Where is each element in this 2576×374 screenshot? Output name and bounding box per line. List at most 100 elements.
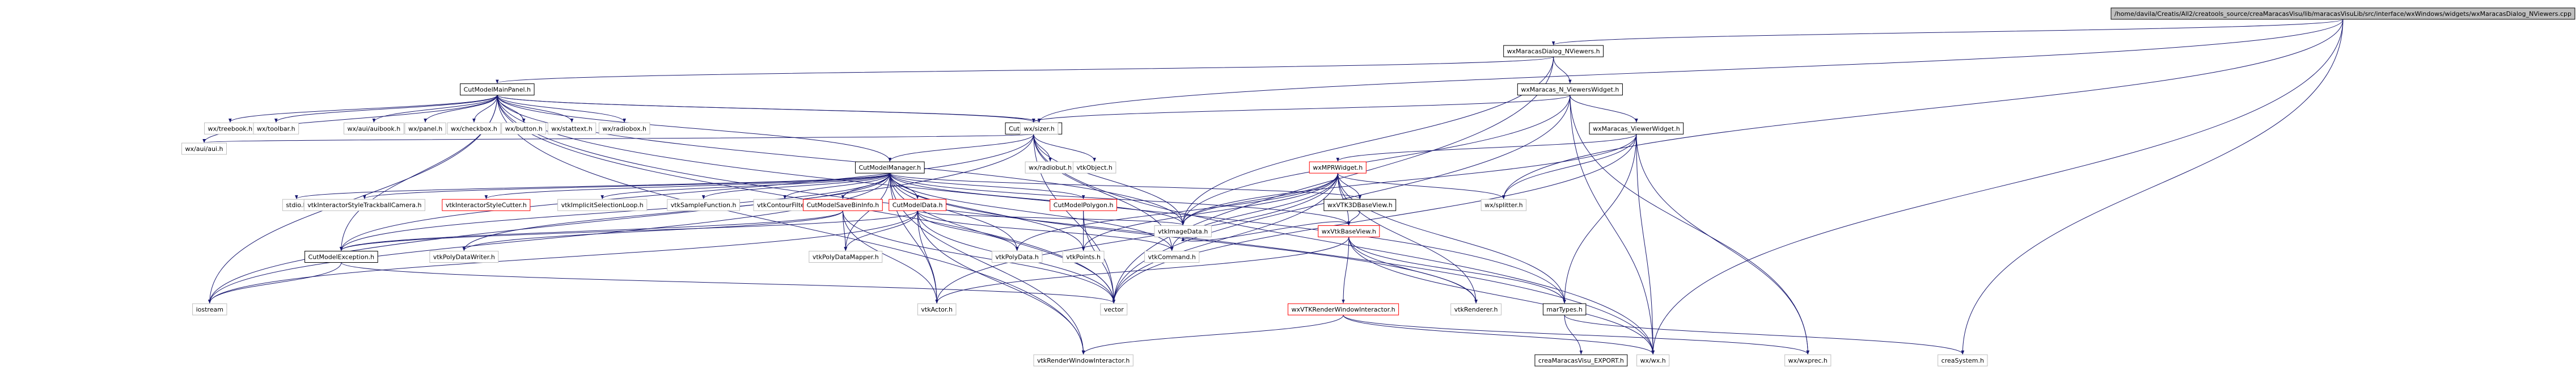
graph-edge [1961,19,2344,355]
graph-edge [1015,173,1338,251]
graph-node-radiobox: wx/radiobox.h [598,122,650,135]
graph-edge [229,95,498,123]
graph-edge [208,211,918,304]
graph-node-box [303,199,425,211]
graph-edge [462,211,843,251]
graph-node-cutmain-h[interactable]: CutModelMainPanel.h [460,83,535,96]
graph-edge [484,173,890,199]
graph-edge [1343,314,1809,355]
graph-node-label: /home/davila/Creatis/All2/creatools_sour… [2114,10,2571,18]
graph-node-exception[interactable]: CutModelException.h [304,250,378,263]
graph-node-viewerw-h[interactable]: wxMaracas_ViewerWidget.h [1589,122,1684,135]
graph-node-label: vtkActor.h [921,306,953,313]
graph-node-trackball: vtkInteractorStyleTrackballCamera.h [303,199,425,211]
graph-edge [1337,173,1566,304]
graph-node-box [1784,354,1831,367]
graph-node-box [181,142,227,155]
graph-edge [1347,211,1360,226]
graph-edge [1636,134,1810,355]
graph-edge [935,173,1338,304]
graph-node-box [447,122,501,135]
graph-node-mpr-h[interactable]: wxMPRWidget.h [1309,161,1367,174]
graph-node-wxprec: wx/wxprec.h [1784,354,1831,367]
graph-edge [1033,134,1096,162]
graph-edge [497,95,1035,123]
graph-edge [1038,19,2344,123]
graph-edge [424,95,498,123]
graph-edge [1336,133,1637,162]
graph-node-implicitloop: vtkImplicitSelectionLoop.h [557,199,648,211]
graph-node-label: creaMaracasVisu_EXPORT.h [1538,357,1624,364]
graph-node-box [1050,199,1117,211]
graph-node-samplefn: vtkSampleFunction.h [667,199,741,211]
graph-node-polygon[interactable]: CutModelPolygon.h [1050,199,1117,211]
graph-edge [842,211,848,251]
graph-edge [1564,315,1583,355]
graph-node-label: CutModelData.h [892,201,943,209]
graph-node-box [1481,199,1527,211]
graph-node-savebin[interactable]: CutModelSaveBinInfo.h [803,199,883,211]
graph-node-box [1100,303,1128,316]
graph-node-label: vtkInteractorStyleTrackballCamera.h [307,201,421,209]
graph-edge [496,56,1554,84]
graph-node-dlg-h[interactable]: wxMaracasDialog_NViewers.h [1503,45,1604,57]
graph-node-wxwx: wx/wx.h [1636,354,1670,367]
graph-node-stattext: wx/stattext.h [547,122,597,135]
graph-edge [497,95,574,123]
graph-node-auibook: wx/aui/auibook.h [344,122,404,135]
graph-edge [1033,134,1185,226]
graph-edge [340,173,890,251]
graph-edge [363,173,890,199]
graph-edge [844,211,918,251]
graph-node-treebook: wx/treebook.h [204,122,256,135]
graph-edge [1553,57,1572,84]
graph-node-label: wx/splitter.h [1484,201,1522,209]
graph-node-box [501,122,547,135]
graph-node-box [1636,354,1670,367]
graph-node-wxvtkrwi[interactable]: wxVTKRenderWindowInteractor.h [1287,303,1399,316]
graph-node-box [547,122,597,135]
graph-node-label: vtkRenderWindowInteractor.h [1037,357,1130,364]
graph-edge [889,173,1185,226]
graph-node-root[interactable]: /home/davila/Creatis/All2/creatools_sour… [2110,7,2575,20]
graph-node-box [2110,7,2575,20]
graph-edge [340,95,498,251]
graph-node-box [1020,122,1059,135]
graph-node-wxvtkbase[interactable]: wxVtkBaseView.h [1318,225,1380,238]
graph-edge [1570,95,1655,355]
graph-node-stdio: stdio.h [282,199,311,211]
graph-node-nview-h[interactable]: wxMaracas_N_ViewersWidget.h [1517,83,1623,96]
graph-edge [889,173,1351,226]
graph-node-toolbar: wx/toolbar.h [253,122,299,135]
graph-node-wxvtk3d[interactable]: wxVTK3DBaseView.h [1323,199,1397,211]
graph-node-label: wx/checkbox.h [451,125,497,132]
graph-edge [889,173,939,304]
graph-node-box [1503,45,1604,57]
graph-node-box [667,199,741,211]
graph-node-martypes[interactable]: marTypes.h [1542,303,1587,316]
graph-node-cutmgr-h[interactable]: CutModelManager.h [855,161,925,174]
graph-edge [1112,134,1637,304]
graph-node-vtkactor: vtkActor.h [917,303,957,316]
graph-node-cutdata[interactable]: CutModelData.h [889,199,946,211]
graph-node-label: creaSystem.h [1941,357,1984,364]
graph-edge [497,95,1566,304]
graph-node-label: wx/radiobut.h [1029,164,1072,171]
graph-node-stylecutter[interactable]: vtkInteractorStyleCutter.h [442,199,531,211]
graph-edge [1348,237,1655,355]
graph-edge [497,95,626,123]
graph-node-vtkpoints: vtkPoints.h [1062,250,1105,263]
graph-node-label: vtkPolyData.h [995,253,1038,260]
graph-edge [889,173,1085,199]
graph-edge [340,134,1034,251]
graph-node-label: vtkInteractorStyleCutter.h [446,201,527,209]
graph-node-export[interactable]: creaMaracasVisu_EXPORT.h [1534,354,1628,367]
graph-edge [1112,173,1338,304]
graph-node-label: CutModelSaveBinInfo.h [807,201,879,209]
graph-edge [1502,19,2344,199]
graph-node-rwi: vtkRenderWindowInteractor.h [1033,354,1133,367]
graph-node-label: stdio.h [286,201,307,209]
graph-node-vtkobject: vtkObject.h [1072,161,1116,174]
graph-node-polydata: vtkPolyData.h [991,250,1043,263]
